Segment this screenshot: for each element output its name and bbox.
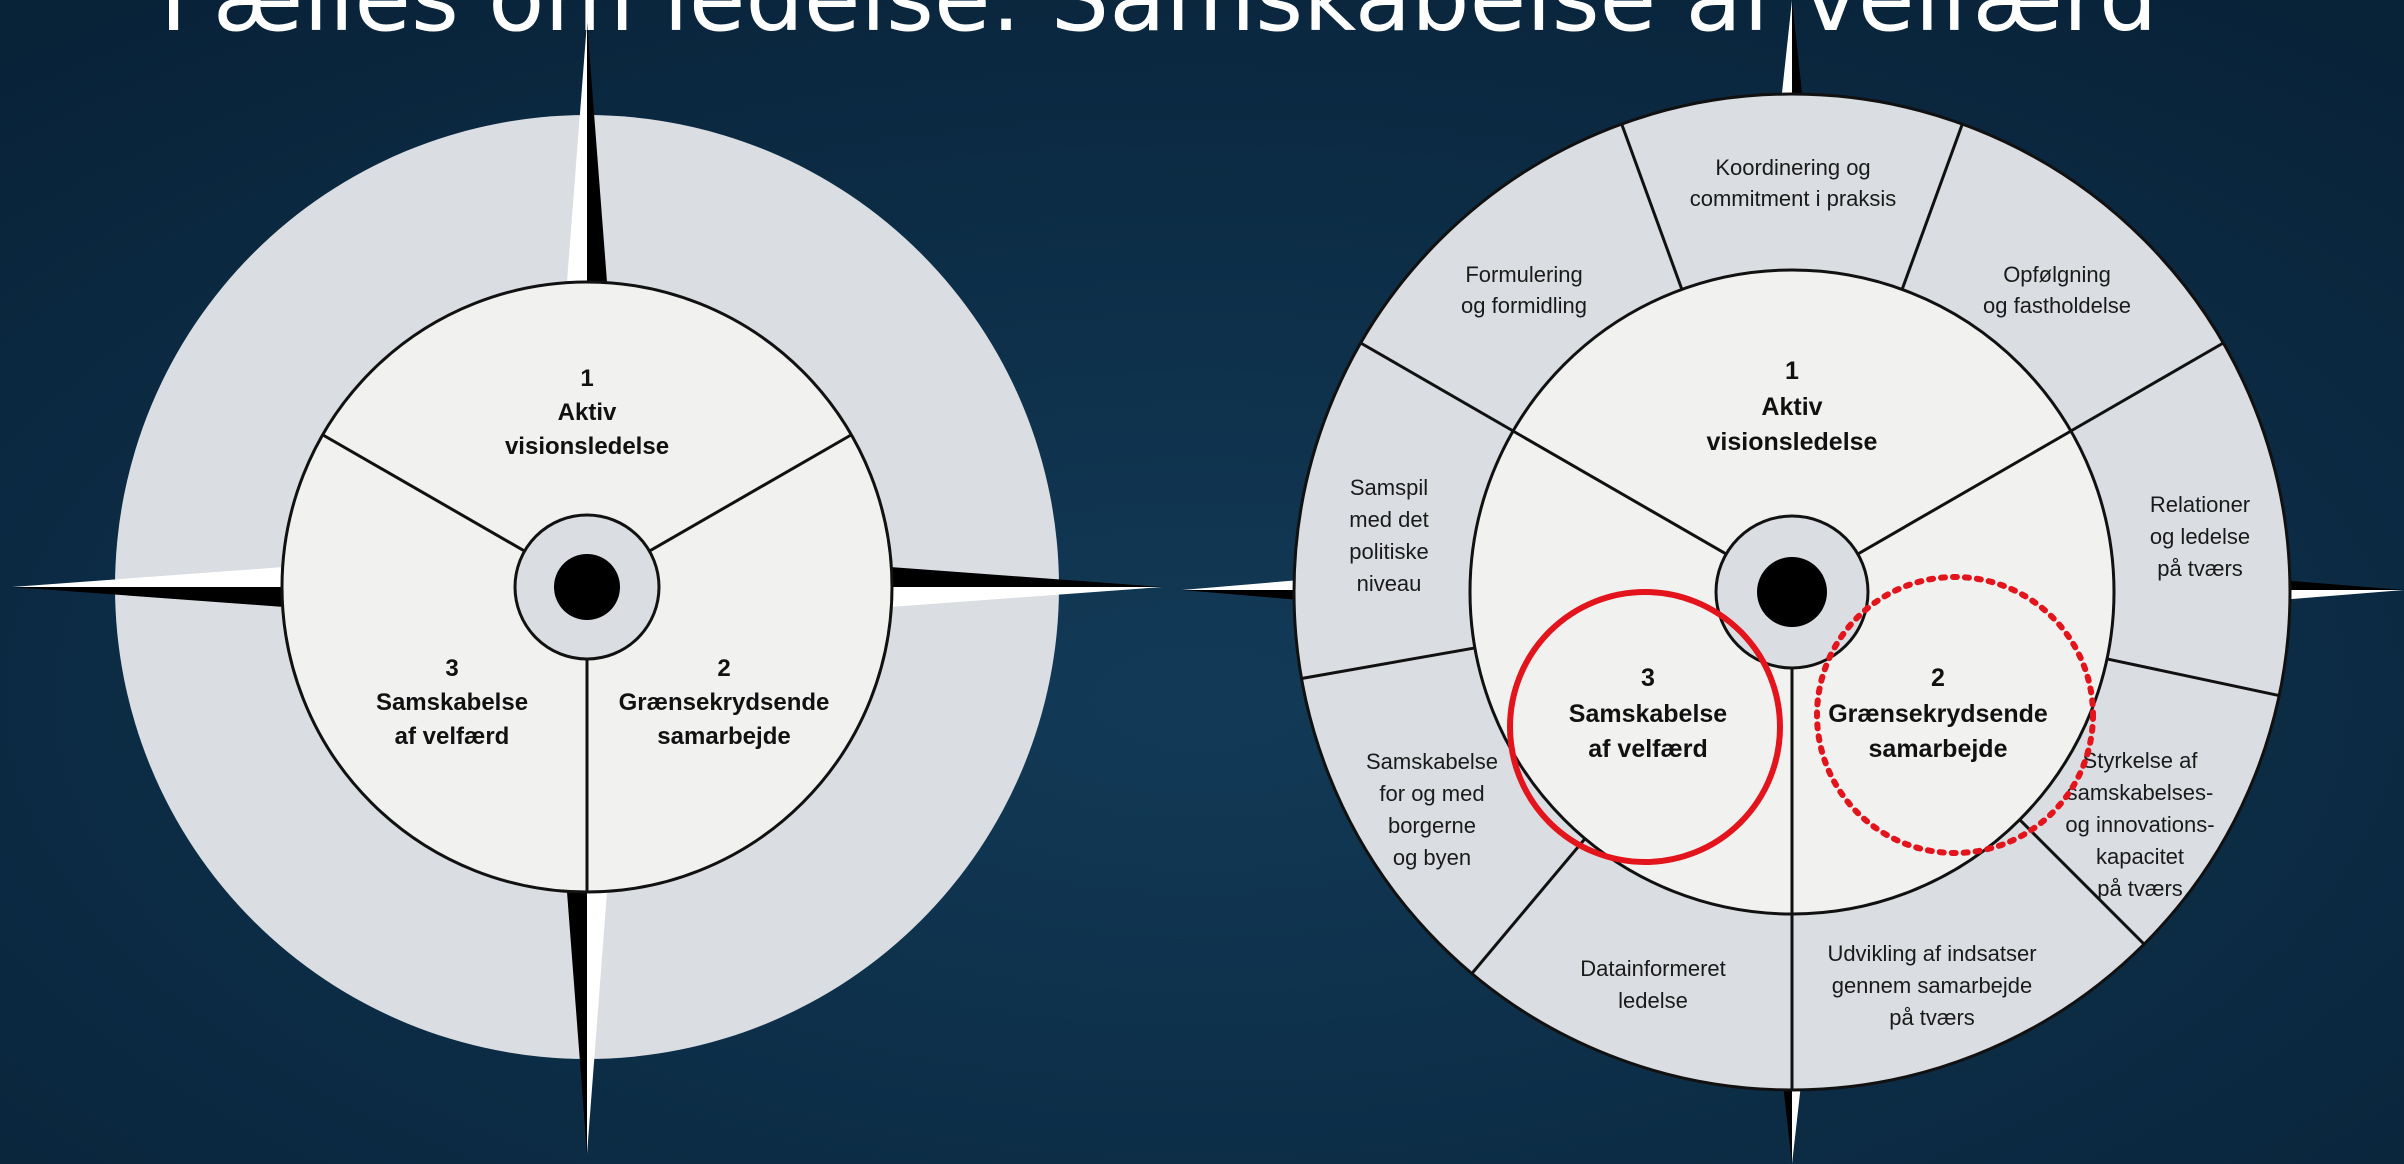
svg-text:gennem samarbejde: gennem samarbejde xyxy=(1832,973,2033,998)
svg-text:ledelse: ledelse xyxy=(1618,988,1688,1013)
svg-text:Samskabelse: Samskabelse xyxy=(1569,700,1728,728)
ring-label-koordinering: Koordinering og commitment i praksis xyxy=(1690,155,1897,211)
svg-text:2: 2 xyxy=(1931,664,1945,692)
svg-text:1: 1 xyxy=(1785,357,1799,385)
svg-text:visionsledelse: visionsledelse xyxy=(505,433,669,460)
svg-text:samskabelses-: samskabelses- xyxy=(2067,780,2214,805)
star-point-west xyxy=(12,587,284,607)
svg-text:Grænsekrydsende: Grænsekrydsende xyxy=(1828,700,2048,728)
ring-divider xyxy=(1900,123,1964,290)
svg-text:Koordinering og: Koordinering og xyxy=(1715,155,1870,180)
ring-divider xyxy=(2070,341,2225,433)
svg-text:kapacitet: kapacitet xyxy=(2096,844,2184,869)
svg-text:og formidling: og formidling xyxy=(1461,293,1587,318)
svg-text:Formulering: Formulering xyxy=(1465,262,1582,287)
ring-divider xyxy=(2018,818,2146,946)
svg-text:1: 1 xyxy=(580,365,593,392)
compass-diagram-right: 1 Aktiv visionsledelse 3 Samskabelse af … xyxy=(1182,0,2404,1164)
star-point-east xyxy=(890,587,1162,607)
svg-text:og ledelse: og ledelse xyxy=(2150,524,2250,549)
ring-label-samskabelse-borgerne: Samskabelse for og med borgerne og byen xyxy=(1366,749,1498,870)
svg-text:3: 3 xyxy=(445,655,458,682)
svg-text:samarbejde: samarbejde xyxy=(1869,735,2008,763)
ring-label-formulering: Formulering og formidling xyxy=(1461,262,1587,318)
svg-text:Datainformeret: Datainformeret xyxy=(1580,956,1726,981)
hub-center-left xyxy=(554,554,620,620)
svg-text:og fastholdelse: og fastholdelse xyxy=(1983,293,2131,318)
svg-text:borgerne: borgerne xyxy=(1388,813,1476,838)
svg-text:visionsledelse: visionsledelse xyxy=(1707,428,1878,456)
svg-text:Aktiv: Aktiv xyxy=(1761,393,1822,421)
star-point-west xyxy=(12,567,284,587)
svg-text:politiske: politiske xyxy=(1349,539,1428,564)
segment-1-label-right: 1 Aktiv visionsledelse xyxy=(1707,357,1878,456)
svg-text:af velfærd: af velfærd xyxy=(1588,735,1707,763)
svg-text:Udvikling af indsatser: Udvikling af indsatser xyxy=(1827,941,2036,966)
svg-text:med det: med det xyxy=(1349,507,1429,532)
star-point-south xyxy=(587,892,607,1154)
star-point-east xyxy=(2280,580,2404,590)
ring-divider xyxy=(1359,341,1514,433)
svg-text:på tværs: på tværs xyxy=(2157,556,2243,581)
ring-label-relationer: Relationer og ledelse på tværs xyxy=(2150,492,2250,581)
svg-text:commitment i praksis: commitment i praksis xyxy=(1690,186,1897,211)
star-point-north xyxy=(567,22,587,282)
svg-text:Samskabelse: Samskabelse xyxy=(376,689,528,716)
svg-text:Samspil: Samspil xyxy=(1350,475,1428,500)
segment-2-label-left: 2 Grænsekrydsende samarbejde xyxy=(619,655,830,750)
ring-divider xyxy=(1301,646,1476,680)
star-point-west xyxy=(1182,590,1300,600)
star-point-west xyxy=(1182,580,1300,590)
outer-ring-dividers xyxy=(1301,123,2280,1090)
ring-divider xyxy=(1620,123,1684,290)
ring-label-datainformeret: Datainformeret ledelse xyxy=(1580,956,1726,1013)
ring-label-samspil: Samspil med det politiske niveau xyxy=(1349,475,1429,596)
svg-text:på tværs: på tværs xyxy=(2097,876,2183,901)
ring-label-opfoelgning: Opfølgning og fastholdelse xyxy=(1983,262,2131,318)
highlight-circle-graensekrydsende xyxy=(1814,574,2096,856)
ring-divider xyxy=(2106,657,2280,698)
svg-text:af velfærd: af velfærd xyxy=(395,723,510,750)
ring-label-udvikling: Udvikling af indsatser gennem samarbejde… xyxy=(1827,941,2036,1030)
ring-label-styrkelse: Styrkelse af samskabelses- og innovation… xyxy=(2065,748,2214,901)
svg-text:Opfølgning: Opfølgning xyxy=(2003,262,2111,287)
svg-text:niveau: niveau xyxy=(1357,571,1422,596)
svg-text:Relationer: Relationer xyxy=(2150,492,2250,517)
slide-title: Fælles om ledelse: Samskabelse af velfær… xyxy=(160,0,2157,52)
svg-text:3: 3 xyxy=(1641,664,1655,692)
ring-divider xyxy=(1470,837,1587,975)
star-point-east xyxy=(2280,590,2404,600)
highlight-circle-samskabelse xyxy=(1507,589,1783,865)
star-point-east xyxy=(890,567,1162,587)
segment-1-label-left: 1 Aktiv visionsledelse xyxy=(505,365,669,460)
segment-2-label-right: 2 Grænsekrydsende samarbejde xyxy=(1828,664,2048,763)
svg-text:for og med: for og med xyxy=(1379,781,1484,806)
star-point-south xyxy=(567,892,587,1154)
svg-text:og byen: og byen xyxy=(1393,845,1471,870)
svg-text:2: 2 xyxy=(717,655,730,682)
compass-diagram-left: 1 Aktiv visionsledelse 3 Samskabelse af … xyxy=(12,22,1162,1154)
svg-text:Grænsekrydsende: Grænsekrydsende xyxy=(619,689,830,716)
svg-text:samarbejde: samarbejde xyxy=(657,723,790,750)
svg-text:på tværs: på tværs xyxy=(1889,1005,1975,1030)
segment-3-label-left: 3 Samskabelse af velfærd xyxy=(376,655,528,750)
svg-text:Styrkelse af: Styrkelse af xyxy=(2083,748,2199,773)
svg-text:og innovations-: og innovations- xyxy=(2065,812,2214,837)
svg-text:Samskabelse: Samskabelse xyxy=(1366,749,1498,774)
svg-text:Aktiv: Aktiv xyxy=(558,399,617,426)
segment-3-label-right: 3 Samskabelse af velfærd xyxy=(1569,664,1728,763)
star-point-north xyxy=(587,22,607,282)
hub-center-right xyxy=(1757,557,1827,627)
